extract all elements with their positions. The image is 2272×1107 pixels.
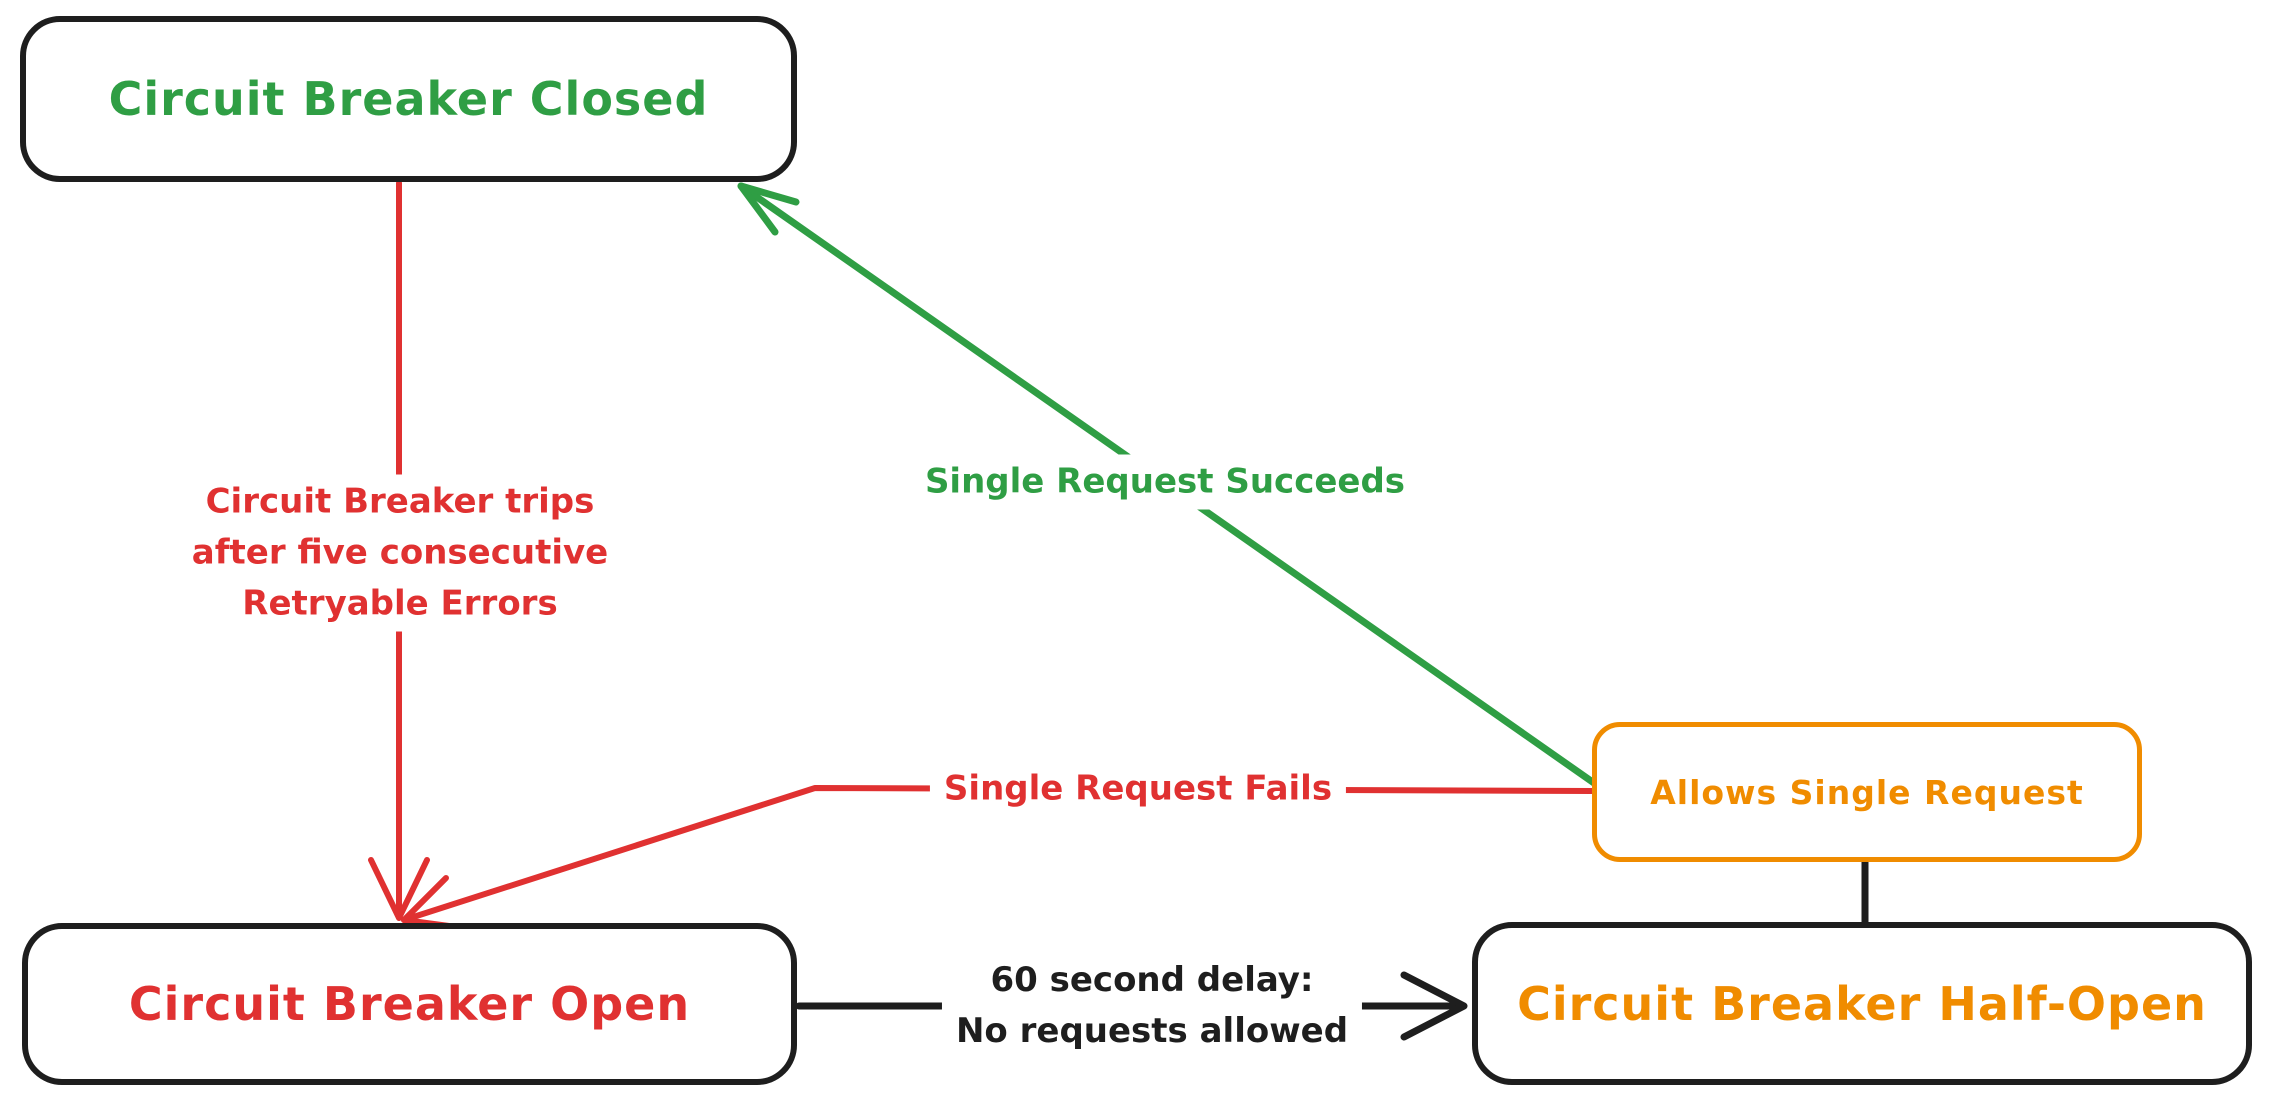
node-allows-single-request-label: Allows Single Request: [1650, 772, 2084, 812]
edge-label-delay-line1: 60 second delay:: [990, 960, 1314, 1000]
edge-label-succeeds: Single Request Succeeds: [910, 454, 1420, 510]
node-circuit-breaker-half-open: Circuit Breaker Half-Open: [1472, 922, 2252, 1085]
edge-label-trips: Circuit Breaker trips after five consecu…: [177, 474, 623, 632]
edge-label-trips-line2: after five consecutive: [191, 532, 609, 573]
node-allows-single-request: Allows Single Request: [1592, 722, 2142, 862]
edge-label-delay-line2: No requests allowed: [955, 1011, 1349, 1051]
node-circuit-breaker-closed: Circuit Breaker Closed: [20, 16, 797, 182]
node-circuit-breaker-closed-label: Circuit Breaker Closed: [108, 72, 709, 126]
edge-succeeds-arrowhead: [737, 182, 800, 236]
node-circuit-breaker-open-label: Circuit Breaker Open: [128, 977, 691, 1031]
node-circuit-breaker-open: Circuit Breaker Open: [22, 923, 797, 1085]
edge-label-trips-line1: Circuit Breaker trips: [205, 481, 595, 522]
node-circuit-breaker-half-open-label: Circuit Breaker Half-Open: [1517, 976, 2207, 1031]
edge-label-trips-line3: Retryable Errors: [242, 583, 558, 624]
edge-label-fails: Single Request Fails: [929, 761, 1347, 817]
edge-label-delay: 60 second delay: No requests allowed: [941, 953, 1363, 1059]
edge-delay-arrowhead: [1400, 971, 1468, 1041]
edge-trips-arrowhead: [368, 857, 430, 921]
